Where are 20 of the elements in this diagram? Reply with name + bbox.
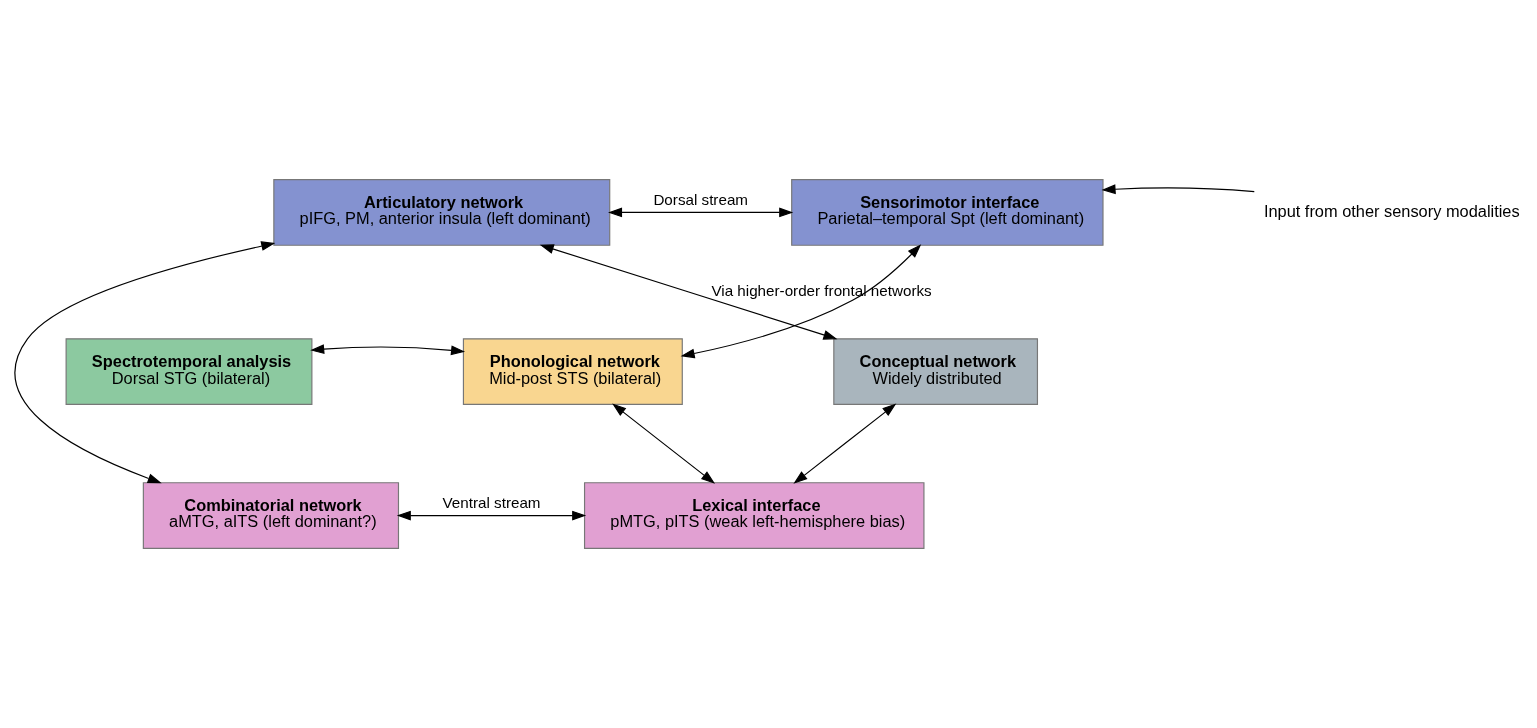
arrow	[612, 403, 716, 484]
arrow	[680, 244, 922, 359]
edge-label: Dorsal stream	[653, 190, 749, 208]
node-box: Combinatorial network aMTG, aITS (left dominant?)	[142, 482, 400, 549]
node-box: Spectrotemporal analysis Dorsal STG (bilateral)	[65, 338, 313, 405]
arrow	[310, 344, 466, 356]
node-box: Sensorimotor interface Parietal–temporal Spt (left dominant)	[791, 179, 1104, 246]
node-text: Input from other sensory modalities	[1263, 201, 1520, 220]
node-box: Lexical interface pMTG, pITS (weak left-hemisphere bias)	[583, 482, 925, 549]
arrow	[793, 403, 897, 484]
edge-label: Ventral stream	[442, 493, 541, 511]
arrow	[396, 510, 587, 521]
arrow	[14, 241, 276, 484]
arrow	[539, 244, 838, 340]
arrow	[1101, 184, 1255, 195]
node-box: Phonological network Mid-post STS (bilateral)	[462, 338, 683, 405]
node-box: Articulatory network pIFG, PM, anterior insula (left dominant)	[273, 179, 611, 246]
arrow	[608, 207, 794, 218]
node-box: Conceptual network Widely distributed	[833, 338, 1039, 405]
edge-label: Via higher-order frontal networks	[711, 282, 932, 300]
